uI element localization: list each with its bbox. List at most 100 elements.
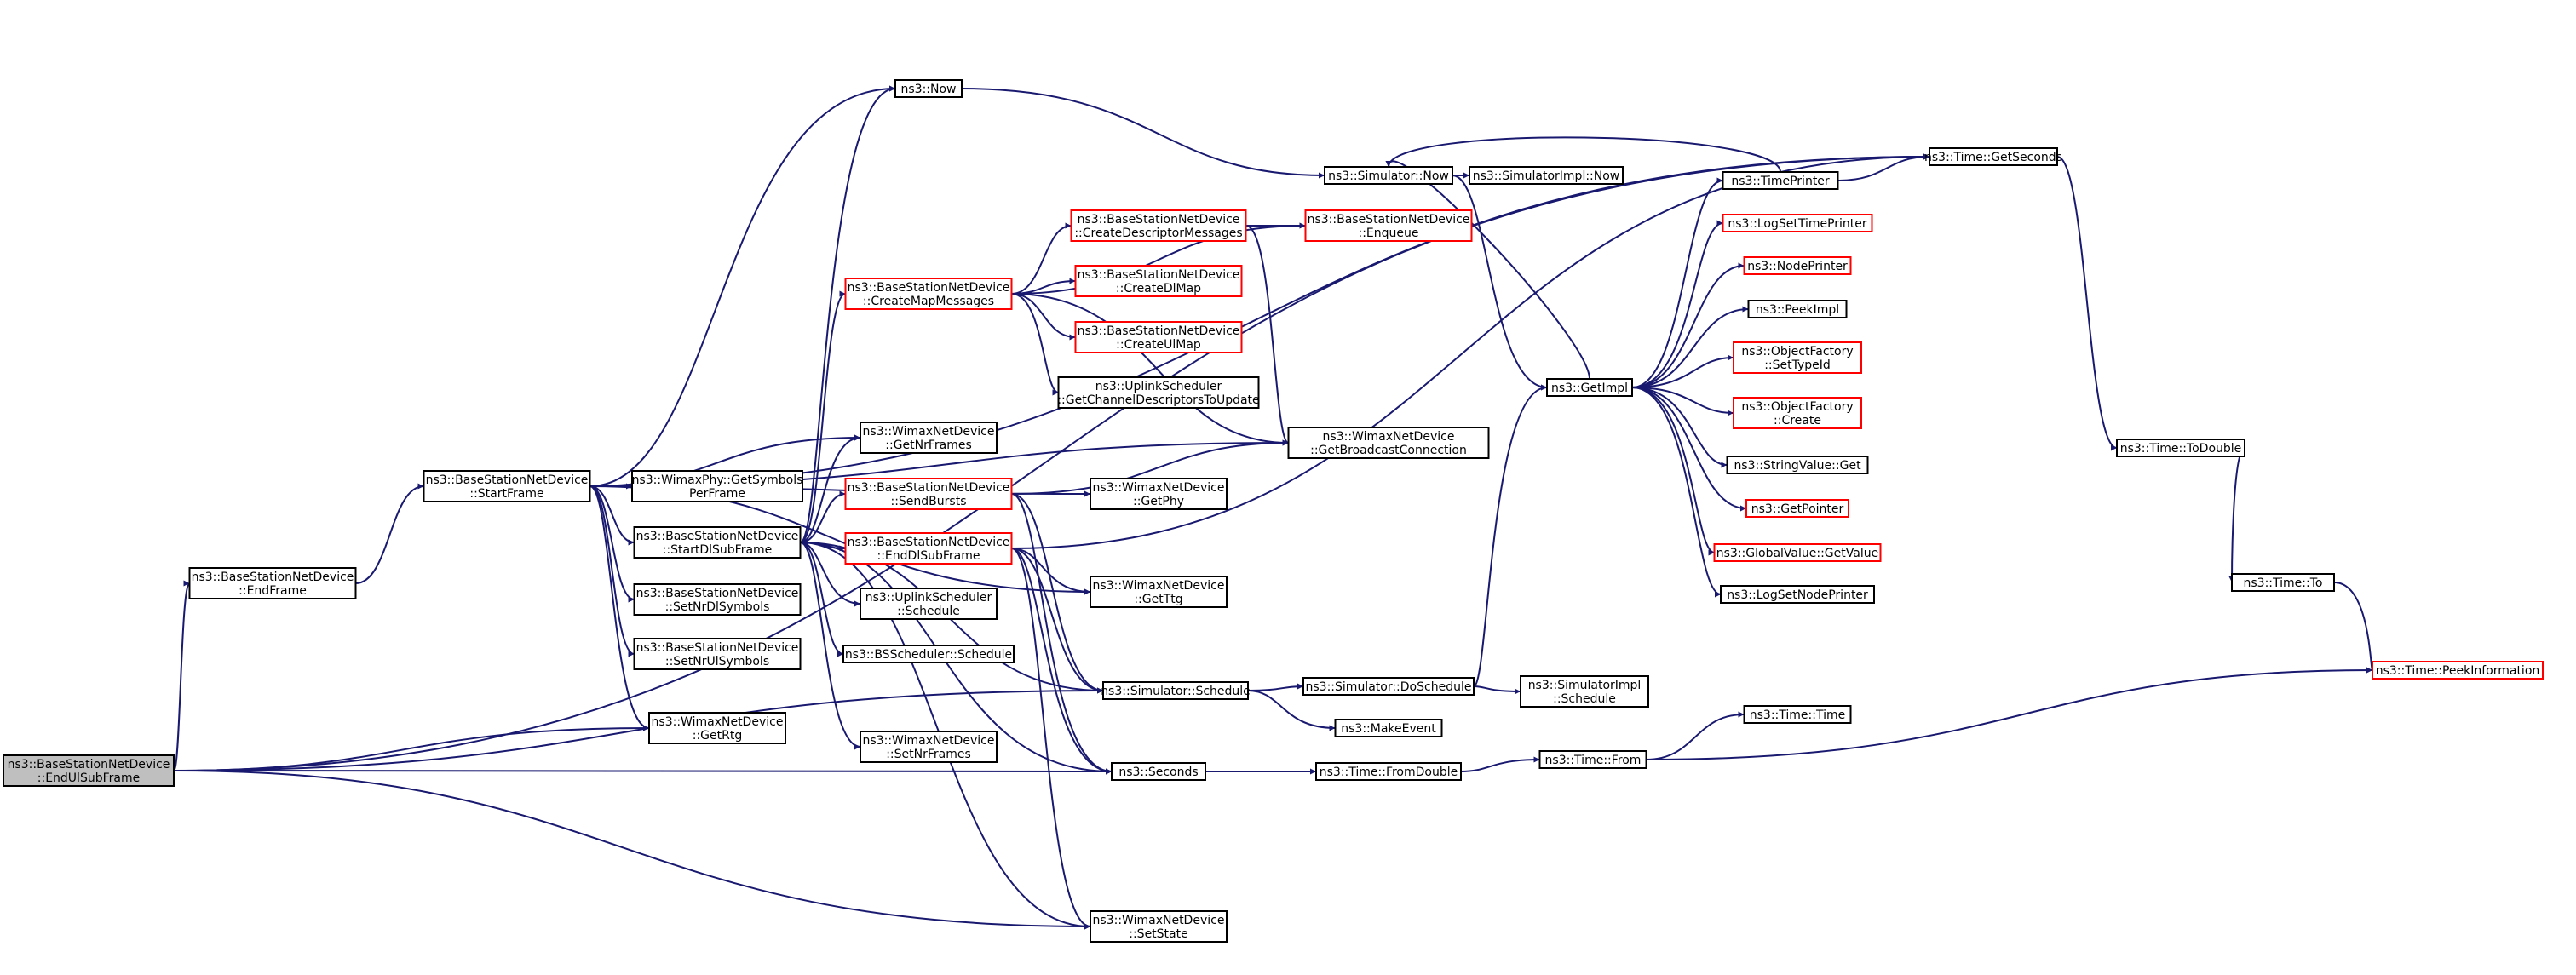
node-box-setstate[interactable] xyxy=(1090,910,1228,943)
node-setnrdl[interactable]: ns3::BaseStationNetDevice::SetNrDlSymbol… xyxy=(633,583,802,616)
node-box-simschedule[interactable] xyxy=(1102,681,1249,700)
node-getbcast[interactable]: ns3::WimaxNetDevice::GetBroadcastConnect… xyxy=(1287,427,1490,459)
node-getchdesc[interactable]: ns3::UplinkScheduler::GetChannelDescript… xyxy=(1057,376,1260,409)
node-createdesc[interactable]: ns3::BaseStationNetDevice::CreateDescrip… xyxy=(1070,209,1247,242)
node-box-peekinfo[interactable] xyxy=(2372,661,2544,680)
node-now[interactable]: ns3::Now xyxy=(894,79,963,98)
node-box-getimpl[interactable] xyxy=(1546,378,1633,397)
node-box-getsymbols[interactable] xyxy=(631,470,803,502)
node-box-getchdesc[interactable] xyxy=(1057,376,1260,409)
node-box-fromdouble[interactable] xyxy=(1315,762,1462,781)
node-box-globalget[interactable] xyxy=(1713,543,1882,562)
node-nodeprinter[interactable]: ns3::NodePrinter xyxy=(1743,256,1852,275)
node-box-getphy[interactable] xyxy=(1090,478,1228,510)
node-box-startframe[interactable] xyxy=(423,470,591,502)
node-ofsettypeid[interactable]: ns3::ObjectFactory::SetTypeId xyxy=(1733,341,1862,374)
node-endul[interactable]: ns3::BaseStationNetDevice::EndUlSubFrame xyxy=(3,754,175,787)
node-endframe[interactable]: ns3::BaseStationNetDevice::EndFrame xyxy=(188,567,357,599)
node-box-bsschedule[interactable] xyxy=(842,645,1015,663)
node-stringget[interactable]: ns3::StringValue::Get xyxy=(1726,456,1869,474)
node-box-ofsettypeid[interactable] xyxy=(1733,341,1862,374)
node-box-peekimpl[interactable] xyxy=(1747,300,1848,318)
node-peekinfo[interactable]: ns3::Time::PeekInformation xyxy=(2372,661,2544,680)
node-box-getttg[interactable] xyxy=(1090,576,1228,608)
node-bsschedule[interactable]: ns3::BSScheduler::Schedule xyxy=(842,645,1015,663)
node-box-setnrdl[interactable] xyxy=(633,583,802,616)
node-box-timeprinter[interactable] xyxy=(1722,171,1839,190)
node-setnrul[interactable]: ns3::BaseStationNetDevice::SetNrUlSymbol… xyxy=(633,638,802,670)
node-getphy[interactable]: ns3::WimaxNetDevice::GetPhy xyxy=(1090,478,1228,510)
node-box-startdl[interactable] xyxy=(633,526,802,559)
node-box-simimplsched[interactable] xyxy=(1520,675,1649,708)
node-box-seconds[interactable] xyxy=(1111,762,1206,781)
node-makeevent[interactable]: ns3::MakeEvent xyxy=(1334,719,1443,737)
node-box-getseconds[interactable] xyxy=(1929,147,2058,166)
node-setnrframes[interactable]: ns3::WimaxNetDevice::SetNrFrames xyxy=(860,731,998,763)
node-sendbursts[interactable]: ns3::BaseStationNetDevice::SendBursts xyxy=(844,478,1013,510)
node-setstate[interactable]: ns3::WimaxNetDevice::SetState xyxy=(1090,910,1228,943)
node-box-logsettime[interactable] xyxy=(1722,214,1873,232)
node-box-timefrom[interactable] xyxy=(1538,750,1647,769)
node-box-enqueue[interactable] xyxy=(1304,209,1473,242)
node-box-doschedule[interactable] xyxy=(1302,677,1475,696)
node-peekimpl[interactable]: ns3::PeekImpl xyxy=(1747,300,1848,318)
node-getpointer[interactable]: ns3::GetPointer xyxy=(1745,499,1849,518)
node-box-simnow[interactable] xyxy=(1324,166,1453,185)
node-box-simimplnow[interactable] xyxy=(1469,166,1624,185)
node-box-setnrul[interactable] xyxy=(633,638,802,670)
node-box-getpointer[interactable] xyxy=(1745,499,1849,518)
node-box-createul[interactable] xyxy=(1074,321,1243,353)
node-box-createdl[interactable] xyxy=(1074,265,1243,297)
node-globalget[interactable]: ns3::GlobalValue::GetValue xyxy=(1713,543,1882,562)
node-box-todouble[interactable] xyxy=(2116,439,2245,457)
node-box-setnrframes[interactable] xyxy=(860,731,998,763)
node-logsettime[interactable]: ns3::LogSetTimePrinter xyxy=(1722,214,1873,232)
node-box-getrtg[interactable] xyxy=(648,712,786,744)
node-getrtg[interactable]: ns3::WimaxNetDevice::GetRtg xyxy=(648,712,786,744)
node-createmap[interactable]: ns3::BaseStationNetDevice::CreateMapMess… xyxy=(844,278,1013,310)
node-simimplnow[interactable]: ns3::SimulatorImpl::Now xyxy=(1469,166,1624,185)
node-box-makeevent[interactable] xyxy=(1334,719,1443,737)
node-fromdouble[interactable]: ns3::Time::FromDouble xyxy=(1315,762,1462,781)
node-todouble[interactable]: ns3::Time::ToDouble xyxy=(2116,439,2245,457)
node-logsetnode[interactable]: ns3::LogSetNodePrinter xyxy=(1720,585,1875,604)
node-timetime[interactable]: ns3::Time::Time xyxy=(1743,705,1852,724)
node-box-sendbursts[interactable] xyxy=(844,478,1013,510)
node-box-getnrframes[interactable] xyxy=(860,422,998,454)
node-box-now[interactable] xyxy=(894,79,963,98)
node-box-createmap[interactable] xyxy=(844,278,1013,310)
node-box-endframe[interactable] xyxy=(188,567,357,599)
node-getnrframes[interactable]: ns3::WimaxNetDevice::GetNrFrames xyxy=(860,422,998,454)
node-box-enddl[interactable] xyxy=(844,532,1013,565)
node-box-nodeprinter[interactable] xyxy=(1743,256,1852,275)
node-getttg[interactable]: ns3::WimaxNetDevice::GetTtg xyxy=(1090,576,1228,608)
node-createdl[interactable]: ns3::BaseStationNetDevice::CreateDlMap xyxy=(1074,265,1243,297)
node-box-stringget[interactable] xyxy=(1726,456,1869,474)
node-box-getbcast[interactable] xyxy=(1287,427,1490,459)
node-startdl[interactable]: ns3::BaseStationNetDevice::StartDlSubFra… xyxy=(633,526,802,559)
node-box-ulschedule[interactable] xyxy=(860,588,998,620)
node-box-logsetnode[interactable] xyxy=(1720,585,1875,604)
node-simimplsched[interactable]: ns3::SimulatorImpl::Schedule xyxy=(1520,675,1649,708)
node-box-timeto[interactable] xyxy=(2231,573,2335,592)
node-enddl[interactable]: ns3::BaseStationNetDevice::EndDlSubFrame xyxy=(844,532,1013,565)
node-box-ofcreate[interactable] xyxy=(1733,397,1862,429)
node-startframe[interactable]: ns3::BaseStationNetDevice::StartFrame xyxy=(423,470,591,502)
node-box-createdesc[interactable] xyxy=(1070,209,1247,242)
node-timeto[interactable]: ns3::Time::To xyxy=(2231,573,2335,592)
node-doschedule[interactable]: ns3::Simulator::DoSchedule xyxy=(1302,677,1475,696)
node-enqueue[interactable]: ns3::BaseStationNetDevice::Enqueue xyxy=(1304,209,1473,242)
node-box-timetime[interactable] xyxy=(1743,705,1852,724)
node-ulschedule[interactable]: ns3::UplinkScheduler::Schedule xyxy=(860,588,998,620)
node-box-endul[interactable] xyxy=(3,754,175,787)
node-getseconds[interactable]: ns3::Time::GetSeconds xyxy=(1924,147,2062,166)
node-seconds[interactable]: ns3::Seconds xyxy=(1111,762,1206,781)
node-simnow[interactable]: ns3::Simulator::Now xyxy=(1324,166,1453,185)
node-timefrom[interactable]: ns3::Time::From xyxy=(1538,750,1647,769)
node-createul[interactable]: ns3::BaseStationNetDevice::CreateUlMap xyxy=(1074,321,1243,353)
node-timeprinter[interactable]: ns3::TimePrinter xyxy=(1722,171,1839,190)
node-getimpl[interactable]: ns3::GetImpl xyxy=(1546,378,1633,397)
node-simschedule[interactable]: ns3::Simulator::Schedule xyxy=(1101,681,1251,700)
node-ofcreate[interactable]: ns3::ObjectFactory::Create xyxy=(1733,397,1862,429)
